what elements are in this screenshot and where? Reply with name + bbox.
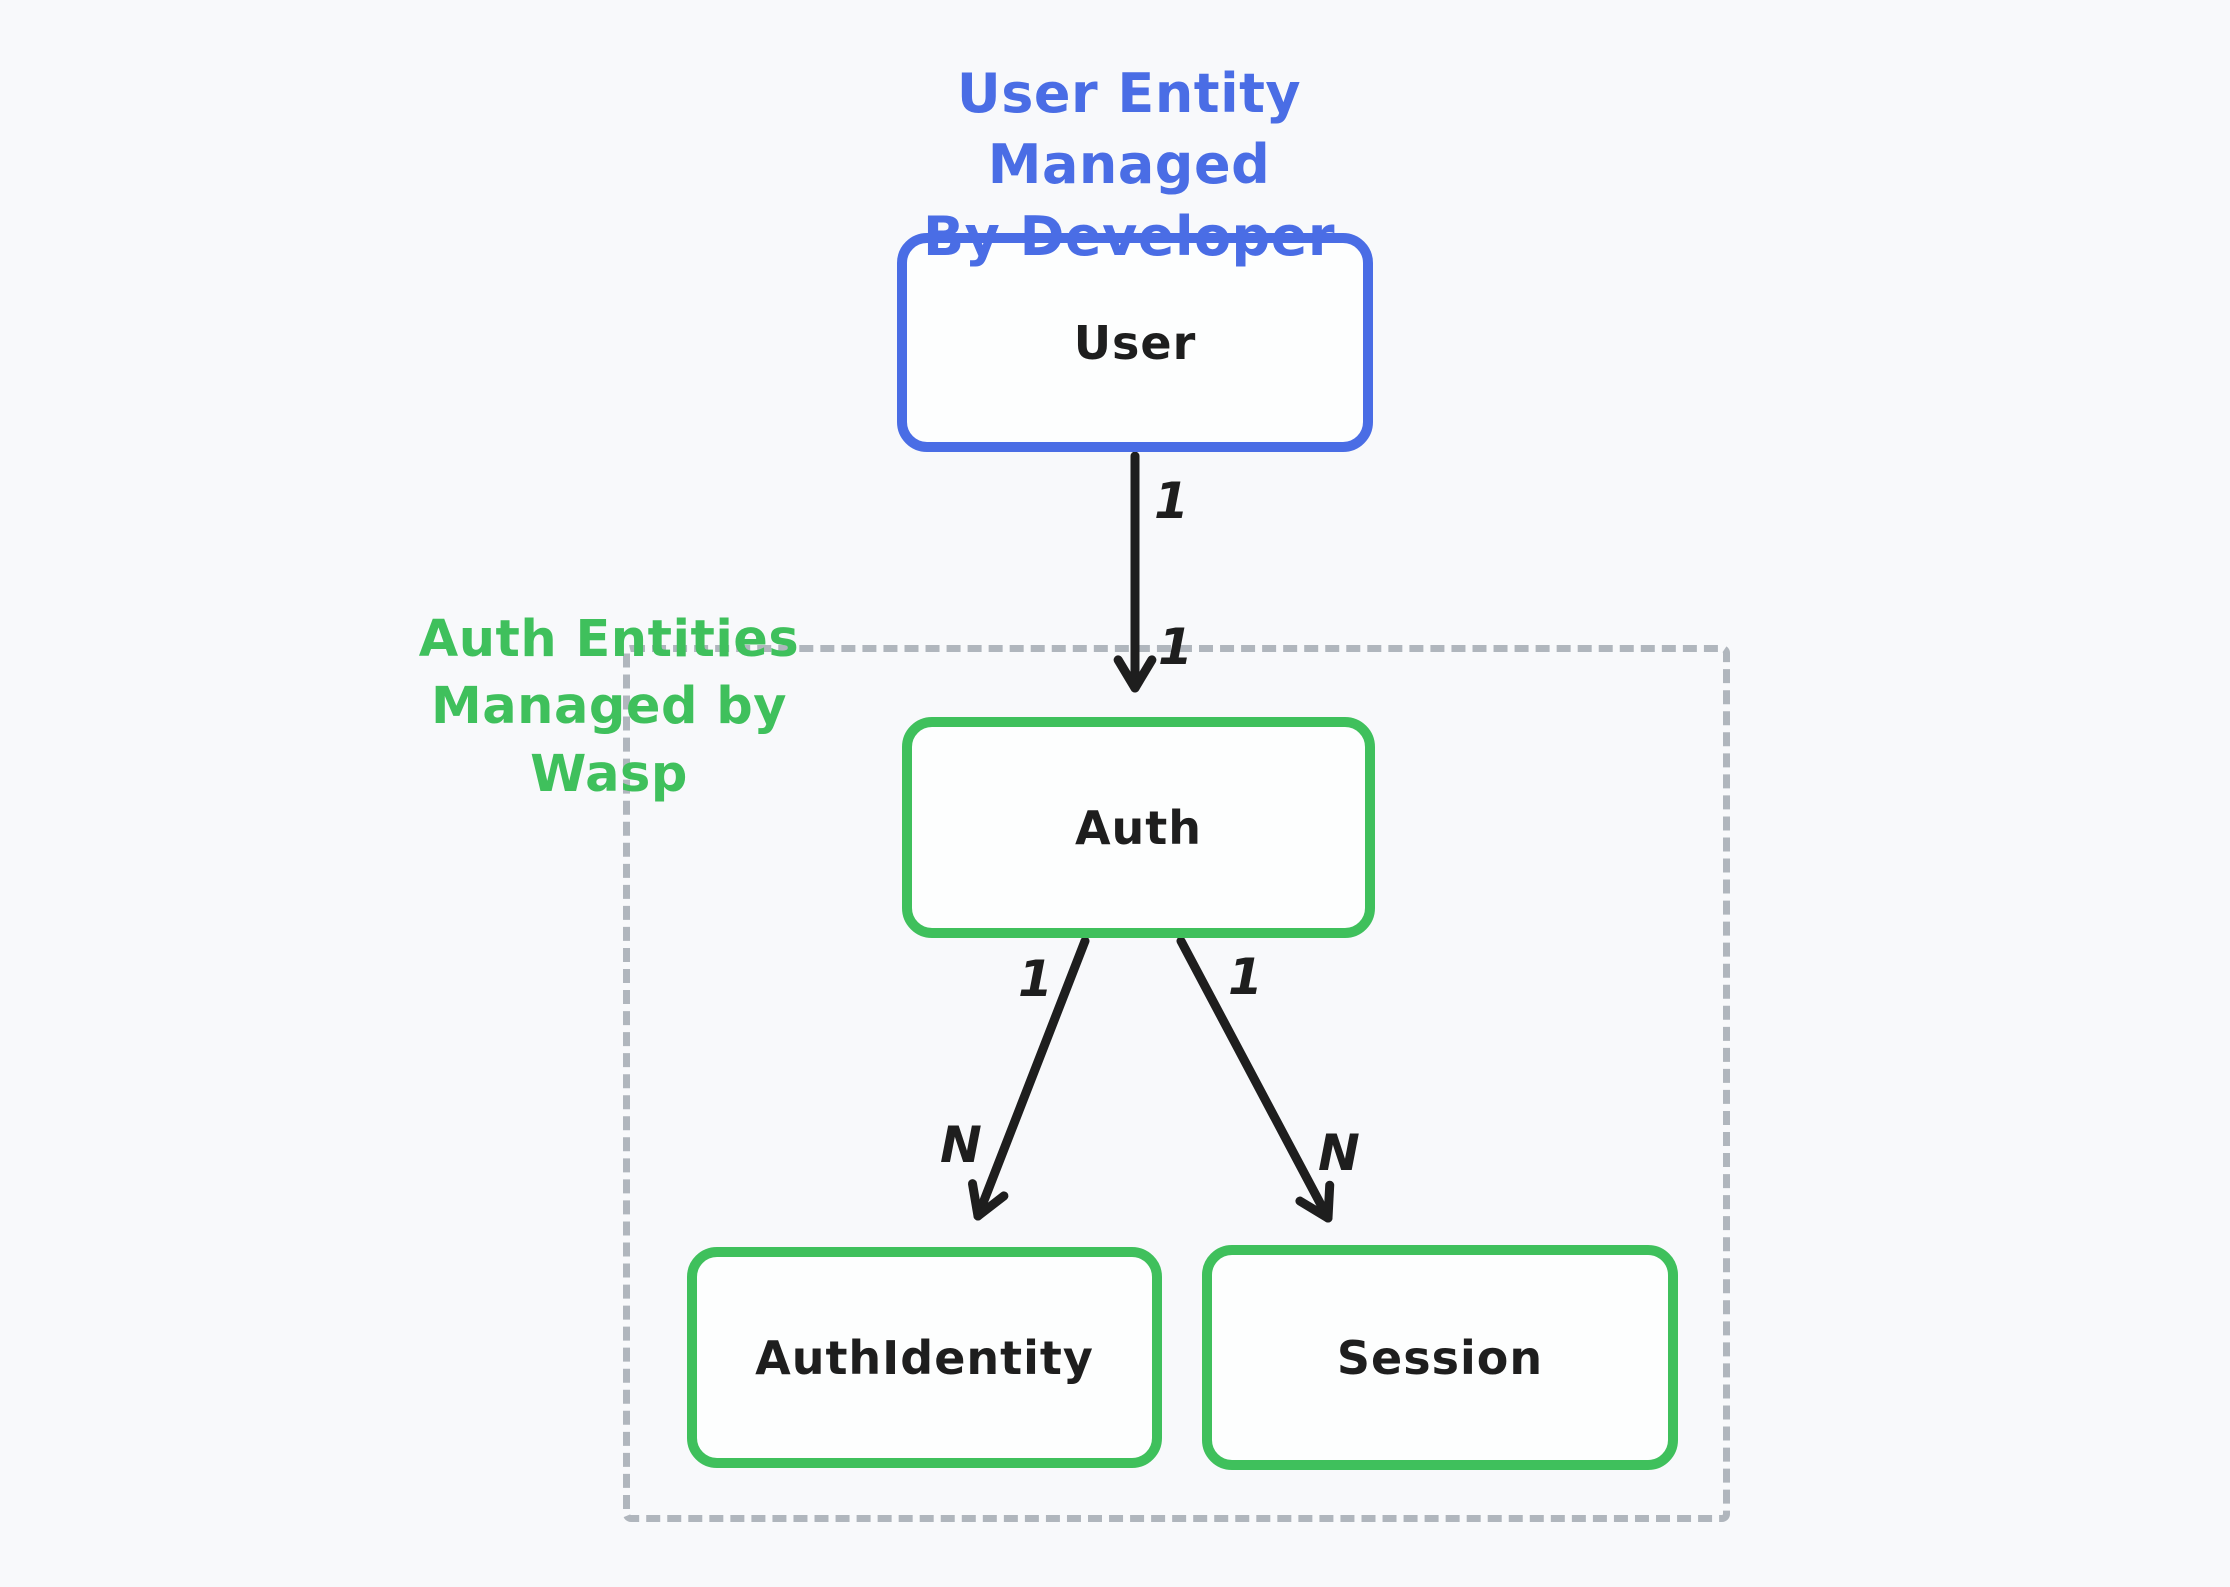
developer-caption-line1: User Entity Managed <box>956 62 1302 197</box>
node-session-label: Session <box>1336 1330 1544 1385</box>
edge-auth-authidentity-target-multiplicity: N <box>940 1116 982 1174</box>
node-authidentity: AuthIdentity <box>687 1247 1162 1468</box>
edge-auth-authidentity-source-multiplicity: 1 <box>1018 950 1053 1008</box>
node-user: User <box>897 233 1373 452</box>
node-session: Session <box>1202 1245 1678 1470</box>
node-user-label: User <box>1073 315 1197 370</box>
node-auth: Auth <box>902 717 1375 938</box>
developer-caption-line2: By Developer <box>923 204 1335 268</box>
node-authidentity-label: AuthIdentity <box>755 1330 1094 1385</box>
developer-caption: User Entity Managed By Developer <box>829 58 1429 272</box>
wasp-caption-line2: Managed by Wasp <box>431 677 787 804</box>
edge-user-auth-target-multiplicity: 1 <box>1158 618 1193 676</box>
wasp-caption-line1: Auth Entities <box>418 610 800 669</box>
wasp-caption: Auth Entities Managed by Wasp <box>369 606 849 808</box>
edge-auth-session-source-multiplicity: 1 <box>1228 948 1263 1006</box>
node-auth-label: Auth <box>1074 800 1203 855</box>
edge-user-auth-source-multiplicity: 1 <box>1154 472 1189 530</box>
wasp-managed-group <box>623 645 1730 1522</box>
edge-auth-session-target-multiplicity: N <box>1318 1124 1360 1182</box>
